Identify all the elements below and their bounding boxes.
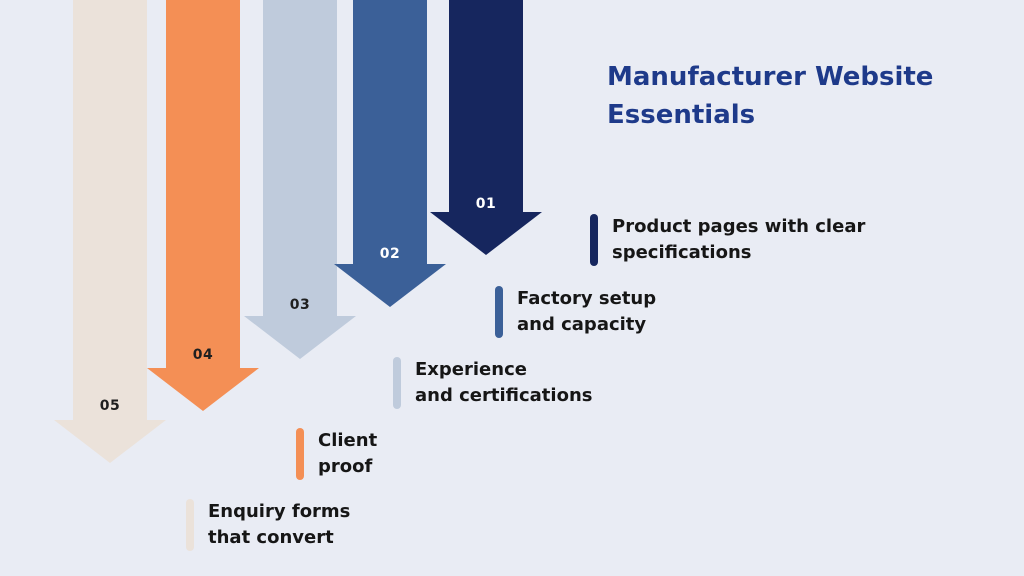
page-title: Manufacturer Website Essentials [607, 62, 934, 130]
step-label: Enquiry forms that convert [208, 501, 351, 548]
step-number-02: 02 [379, 246, 401, 262]
arrow-02 [334, 0, 446, 307]
step-label: Product pages with clear specifications [612, 216, 866, 263]
step-number-04: 04 [192, 347, 214, 363]
step-number-01: 01 [475, 196, 497, 212]
step-number-05: 05 [99, 398, 121, 414]
step-item-02: Factory setup and capacity [495, 286, 656, 338]
arrow-05 [54, 0, 166, 463]
step-item-05: Enquiry forms that convert [186, 499, 350, 551]
step-item-03: Experience and certifications [393, 357, 592, 409]
arrow-04 [147, 0, 259, 411]
step-accent-bar [296, 428, 304, 480]
step-accent-bar [393, 357, 401, 409]
arrow-03 [244, 0, 356, 359]
step-accent-bar [186, 499, 194, 551]
step-label: Factory setup and capacity [517, 288, 657, 335]
step-label: Client proof [318, 430, 378, 477]
step-number-03: 03 [289, 297, 311, 313]
step-accent-bar [590, 214, 598, 266]
arrow-01 [430, 0, 542, 255]
step-label: Experience and certifications [415, 359, 593, 406]
step-item-01: Product pages with clear specifications [590, 214, 865, 266]
step-item-04: Client proof [296, 428, 377, 480]
step-accent-bar [495, 286, 503, 338]
